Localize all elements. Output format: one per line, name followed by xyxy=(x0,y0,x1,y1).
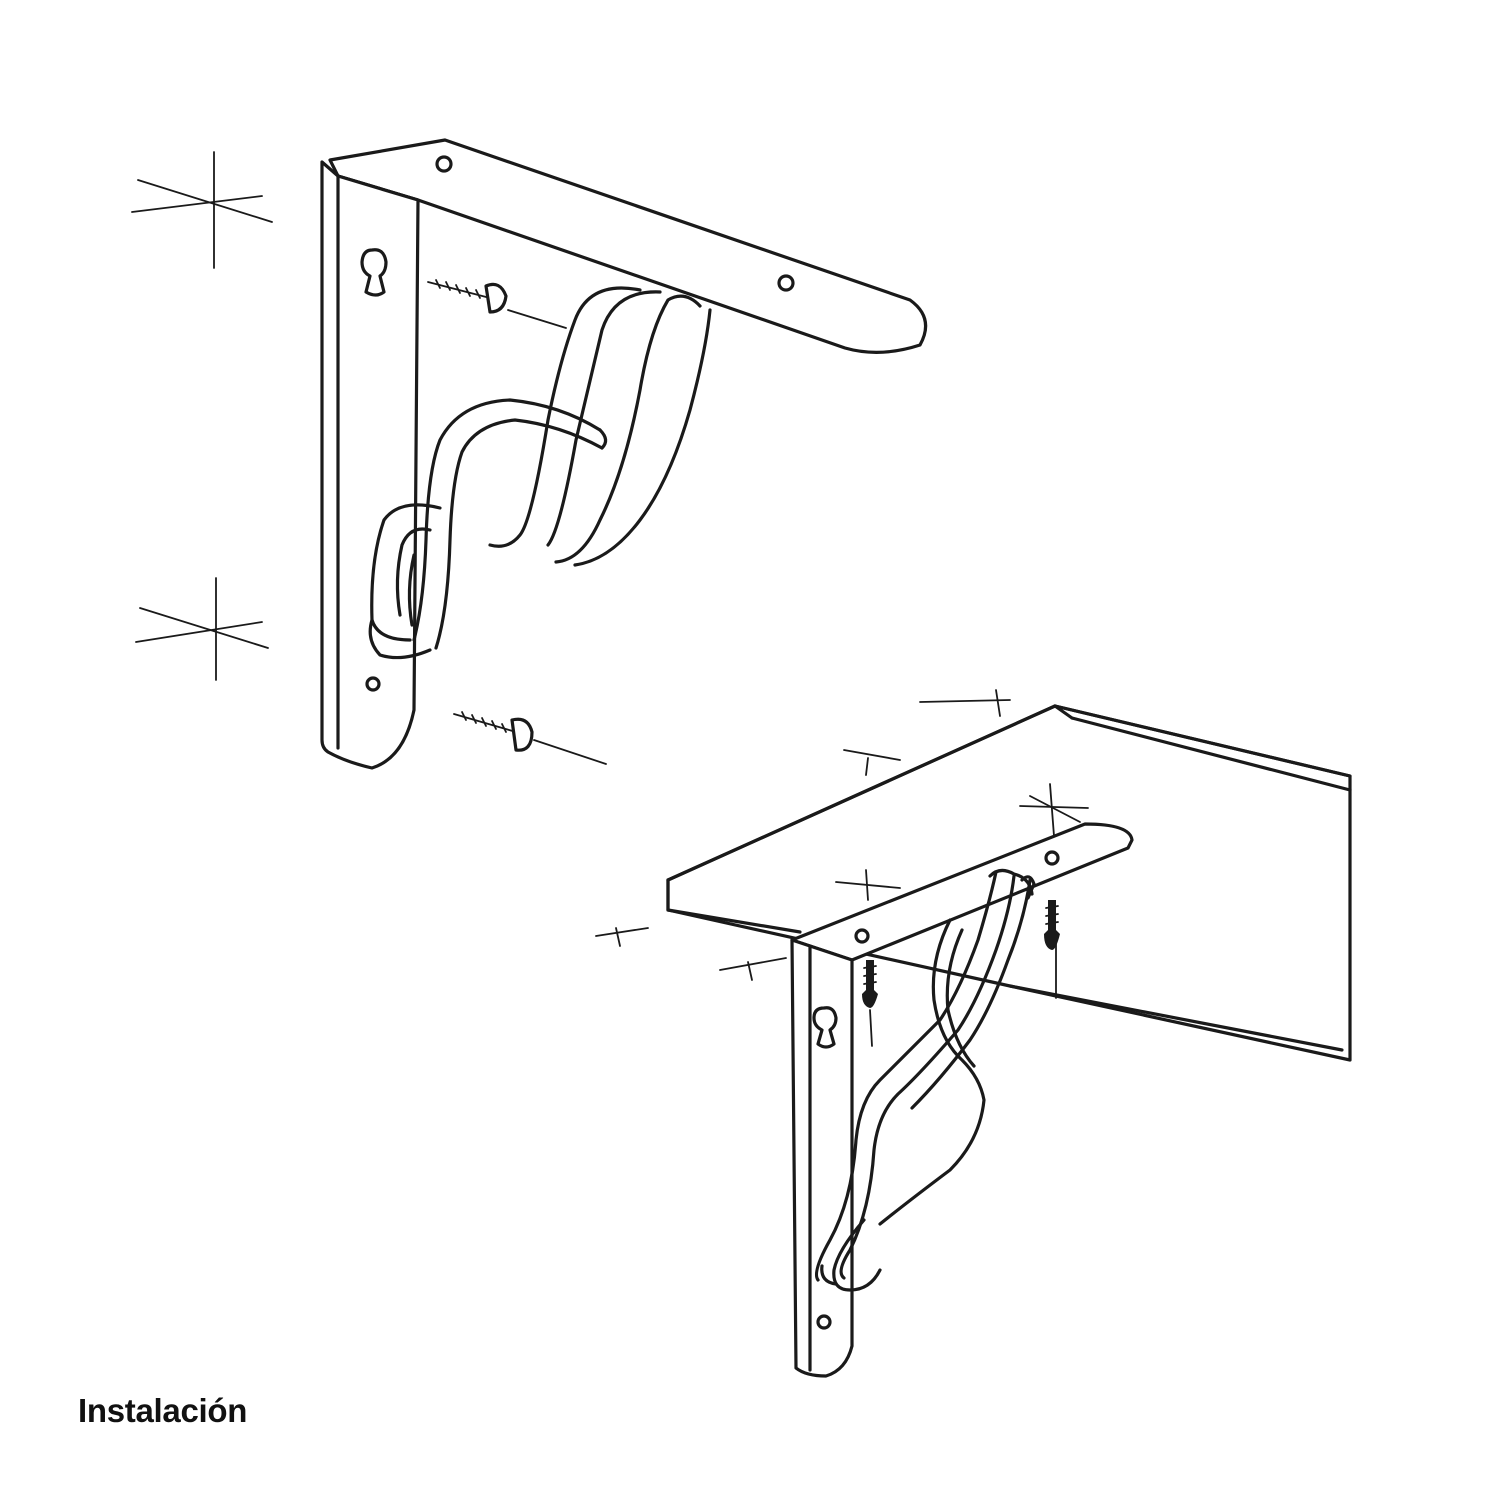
screw-hole-icon xyxy=(365,676,381,692)
bracket-bottom xyxy=(790,822,1134,1378)
wood-screw-icon xyxy=(453,711,607,765)
wall-mark-top-icon xyxy=(131,151,273,269)
bracket-bottom-plate xyxy=(790,938,854,1378)
caption-title: Instalación xyxy=(78,1392,248,1429)
bracket-top-arm xyxy=(328,138,928,354)
screw-hole-icon xyxy=(1044,850,1060,866)
shelf-marks xyxy=(595,689,1089,999)
wall-mark-bottom-icon xyxy=(135,577,269,681)
keyhole-slot-icon xyxy=(360,248,388,297)
bracket-top-plate xyxy=(320,160,420,770)
screw-hole-icon xyxy=(854,928,870,944)
keyhole-slot-icon xyxy=(812,1006,838,1049)
screw-hole-icon xyxy=(777,274,795,292)
wood-screw-icon xyxy=(862,960,878,1047)
wood-screw-icon xyxy=(1044,900,1060,950)
screw-hole-icon xyxy=(435,155,453,173)
bracket-top xyxy=(320,138,928,770)
wood-screw-icon xyxy=(427,279,567,329)
screw-hole-icon xyxy=(816,1314,832,1330)
